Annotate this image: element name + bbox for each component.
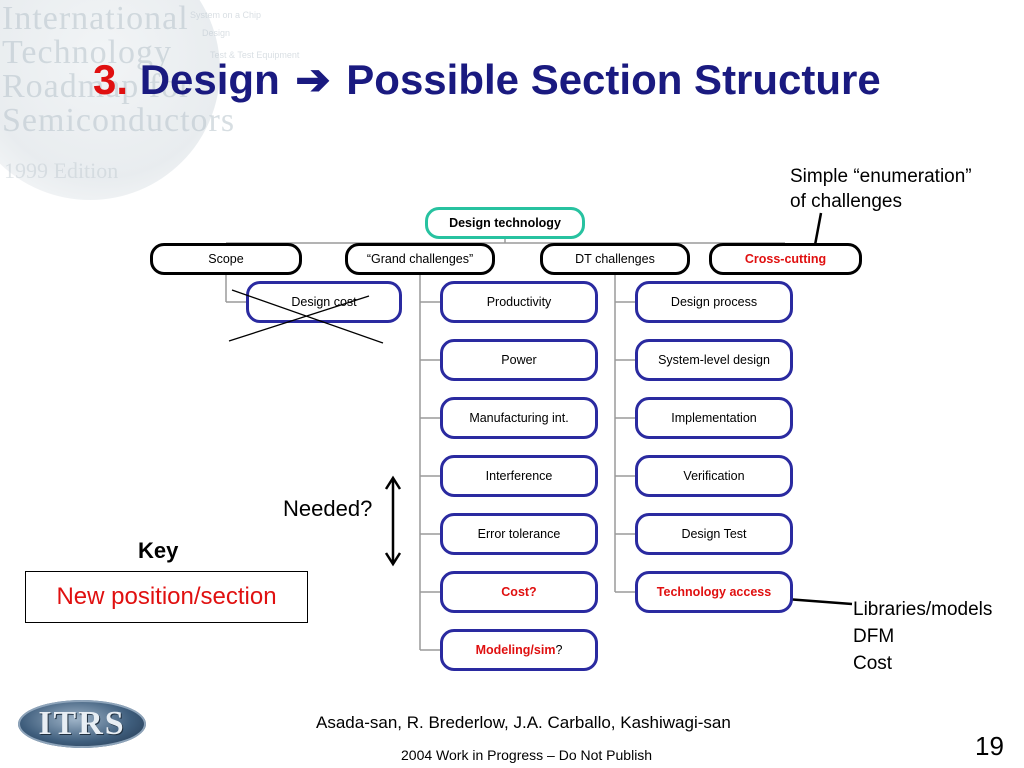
itrs-logo-text: ITRS [38, 705, 126, 742]
dt-challenges-branches [615, 301, 635, 593]
node-technology-access: Technology access [635, 571, 793, 613]
tech-access-note-line2: DFM [853, 626, 895, 647]
enumeration-note-line2: of challenges [790, 191, 902, 212]
node-modeling-sim: Modeling/sim? [440, 629, 598, 671]
tech-access-note-line1: Libraries/models [853, 599, 993, 620]
key-new-position-section: New position/section [25, 571, 308, 623]
node-power: Power [440, 339, 598, 381]
technology-access-callout-line [785, 597, 853, 606]
footer-note: 2004 Work in Progress – Do Not Publish [401, 747, 653, 763]
node-verification: Verification [635, 455, 793, 497]
needed-label: Needed? [283, 496, 373, 521]
needed-double-arrow [384, 475, 402, 567]
node-design-technology: Design technology [425, 207, 585, 239]
modeling-sim-label: Modeling/sim [475, 643, 556, 657]
node-cross-cutting: Cross-cutting [709, 243, 862, 275]
node-dt-challenges: DT challenges [540, 243, 690, 275]
node-productivity: Productivity [440, 281, 598, 323]
modeling-sim-question: ? [555, 643, 563, 657]
node-system-level-design: System-level design [635, 339, 793, 381]
node-grand-challenges: “Grand challenges” [345, 243, 495, 275]
slide-title: 3. Design ➔ Possible Section Structure [93, 55, 881, 104]
tech-access-note-line3: Cost [853, 653, 893, 674]
title-number: 3. [93, 56, 129, 103]
node-design-process: Design process [635, 281, 793, 323]
itrs-logo: ITRS [18, 700, 146, 748]
arrow-right-icon: ➔ [295, 56, 331, 103]
footer-authors: Asada-san, R. Brederlow, J.A. Carballo, … [316, 713, 731, 732]
node-interference: Interference [440, 455, 598, 497]
node-manufacturing-int: Manufacturing int. [440, 397, 598, 439]
page-number: 19 [975, 731, 1004, 761]
key-heading: Key [138, 538, 179, 563]
title-right: Possible Section Structure [346, 56, 881, 103]
enumeration-note-line1: Simple “enumeration” [790, 166, 972, 187]
node-cost: Cost? [440, 571, 598, 613]
enumeration-callout-line [813, 212, 823, 246]
node-design-cost: Design cost [246, 281, 402, 323]
node-error-tolerance: Error tolerance [440, 513, 598, 555]
grand-challenges-branches [420, 301, 440, 651]
node-scope: Scope [150, 243, 302, 275]
node-implementation: Implementation [635, 397, 793, 439]
node-design-test: Design Test [635, 513, 793, 555]
title-left: Design [139, 56, 280, 103]
